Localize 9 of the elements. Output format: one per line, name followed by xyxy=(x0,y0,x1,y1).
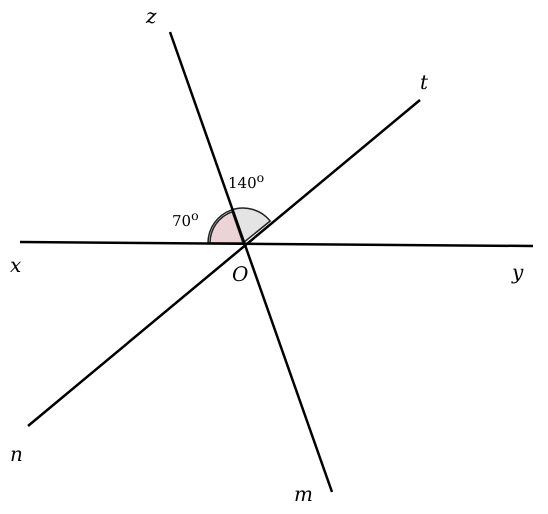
point-label: O xyxy=(232,264,248,284)
point-label: n xyxy=(10,444,23,464)
point-label: y xyxy=(512,262,524,282)
point-label: z xyxy=(146,6,157,26)
point-label: m xyxy=(294,484,313,504)
angle-label: 70$^{o}$ xyxy=(172,210,199,229)
angle-label: 140$^{o}$ xyxy=(228,172,264,191)
point-label: x xyxy=(10,255,22,275)
point-label: t xyxy=(420,72,428,92)
